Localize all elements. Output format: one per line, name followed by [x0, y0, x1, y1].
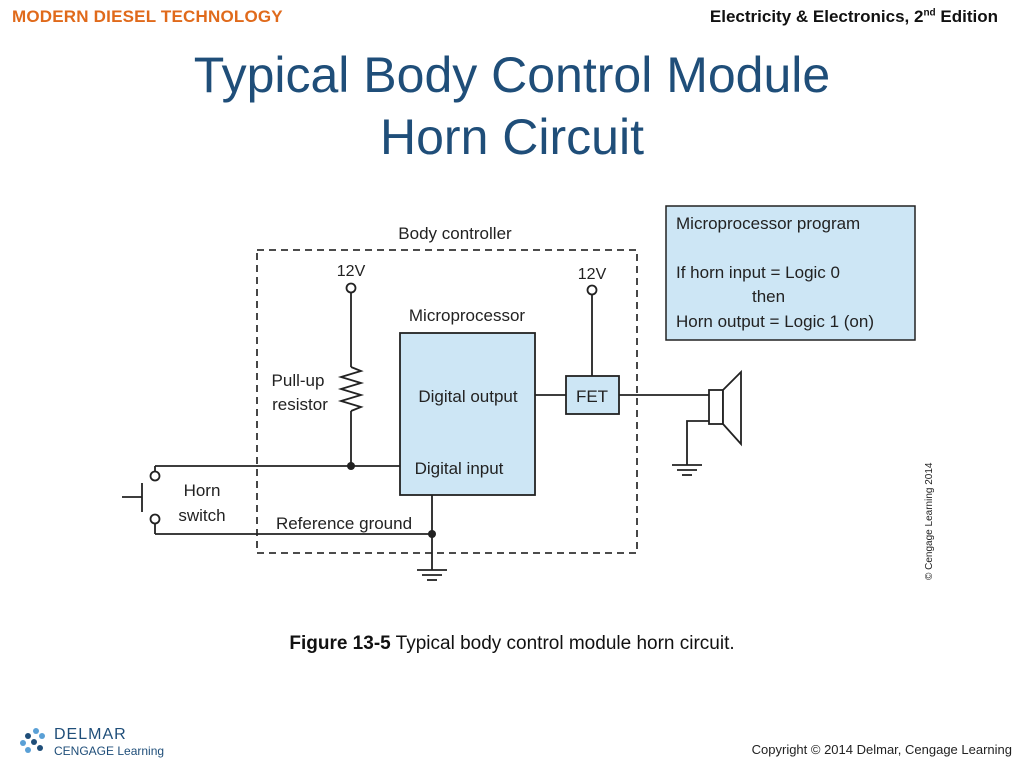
- switch-contact-bottom: [149, 513, 161, 525]
- cengage-credit: © Cengage Learning 2014: [924, 462, 935, 580]
- switch-contact-top: [149, 470, 161, 482]
- horn-ground-wire: [686, 420, 709, 465]
- slide-title-line1: Typical Body Control Module: [193, 47, 831, 103]
- pullup-label-line2: resistor: [272, 395, 328, 414]
- copyright-notice: Copyright © 2014 Delmar, Cengage Learnin…: [751, 742, 1012, 757]
- microprocessor-label: Microprocessor: [409, 306, 526, 325]
- supply-12v-right-terminal: [586, 284, 598, 296]
- supply-12v-left-terminal: [345, 282, 357, 294]
- book-title-tail: Edition: [935, 7, 998, 26]
- figure-number: Figure 13-5: [289, 633, 391, 654]
- program-box: [665, 205, 916, 341]
- figure-caption: Figure 13-5 Typical body control module …: [0, 633, 1024, 655]
- supply-12v-left-label: 12V: [337, 263, 366, 280]
- horn-cone: [722, 369, 742, 447]
- book-title-main: Electricity & Electronics, 2: [709, 7, 924, 26]
- horn-switch-label-line1: Horn: [184, 481, 221, 500]
- program-line1: If horn input = Logic 0: [676, 263, 840, 282]
- supply-12v-right-label: 12V: [578, 266, 607, 283]
- program-line2: then: [752, 287, 785, 306]
- slide-title: Typical Body Control Module Horn Circuit: [0, 44, 1024, 168]
- fet-label: FET: [576, 387, 608, 406]
- digital-output-label: Digital output: [418, 387, 518, 406]
- publisher-header: MODERN DIESEL TECHNOLOGY: [12, 7, 283, 26]
- pullup-label-line1: Pull-up: [272, 371, 325, 390]
- figure-caption-text: Typical body control module horn circuit…: [390, 633, 735, 654]
- book-title-header: Electricity & Electronics, 2nd Edition: [710, 7, 998, 27]
- program-title: Microprocessor program: [676, 214, 860, 233]
- horn-body: [708, 389, 724, 425]
- digital-input-label: Digital input: [415, 459, 504, 478]
- delmar-logo-icon: [20, 728, 45, 753]
- body-controller-label: Body controller: [398, 224, 512, 243]
- slide-title-line2: Horn Circuit: [380, 109, 644, 165]
- program-line3: Horn output = Logic 1 (on): [676, 312, 874, 331]
- body-controller-boundary: [256, 249, 638, 554]
- microprocessor-block: [399, 332, 536, 496]
- cengage-logo-text: CENGAGE Learning: [54, 744, 165, 758]
- delmar-logo-text: DELMAR: [54, 726, 127, 743]
- horn-switch-label-line2: switch: [178, 506, 225, 525]
- book-title-sup: nd: [923, 7, 936, 19]
- pullup-resistor-symbol: [337, 366, 365, 412]
- reference-ground-label: Reference ground: [276, 514, 412, 533]
- ground-junction-dot: [428, 530, 436, 538]
